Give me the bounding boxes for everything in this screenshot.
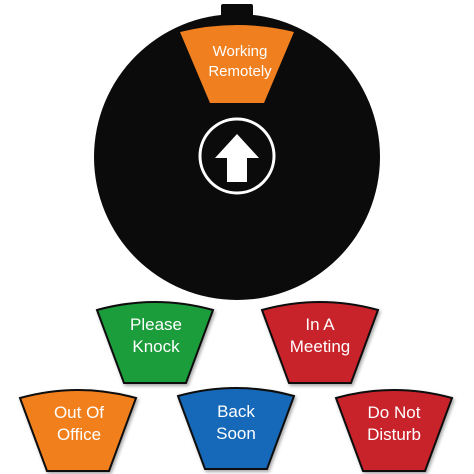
status-option-line-1: Do Not xyxy=(368,403,421,422)
status-option-in-a-meeting[interactable]: In A Meeting xyxy=(260,301,380,384)
status-option-line-1: In A xyxy=(305,315,335,334)
status-option-line-2: Soon xyxy=(216,424,256,443)
dial-window-segment xyxy=(180,25,294,103)
dial-status-line-2: Remotely xyxy=(208,63,272,80)
status-option-do-not-disturb[interactable]: Do Not Disturb xyxy=(334,389,454,472)
status-dial[interactable]: Working Remotely xyxy=(94,4,380,300)
status-option-line-1: Out Of xyxy=(54,403,104,422)
status-option-out-of-office[interactable]: Out Of Office xyxy=(18,389,138,472)
status-option-back-soon[interactable]: Back Soon xyxy=(176,387,296,470)
status-option-line-2: Disturb xyxy=(367,425,421,444)
status-option-line-2: Office xyxy=(57,425,101,444)
status-option-line-1: Please xyxy=(130,315,182,334)
up-arrow-icon[interactable] xyxy=(198,117,276,195)
status-option-line-2: Meeting xyxy=(290,337,350,356)
status-option-line-1: Back xyxy=(217,402,255,421)
status-option-line-2: Knock xyxy=(132,337,180,356)
dial-status-line-1: Working xyxy=(213,43,268,60)
status-option-please-knock[interactable]: Please Knock xyxy=(95,301,215,384)
